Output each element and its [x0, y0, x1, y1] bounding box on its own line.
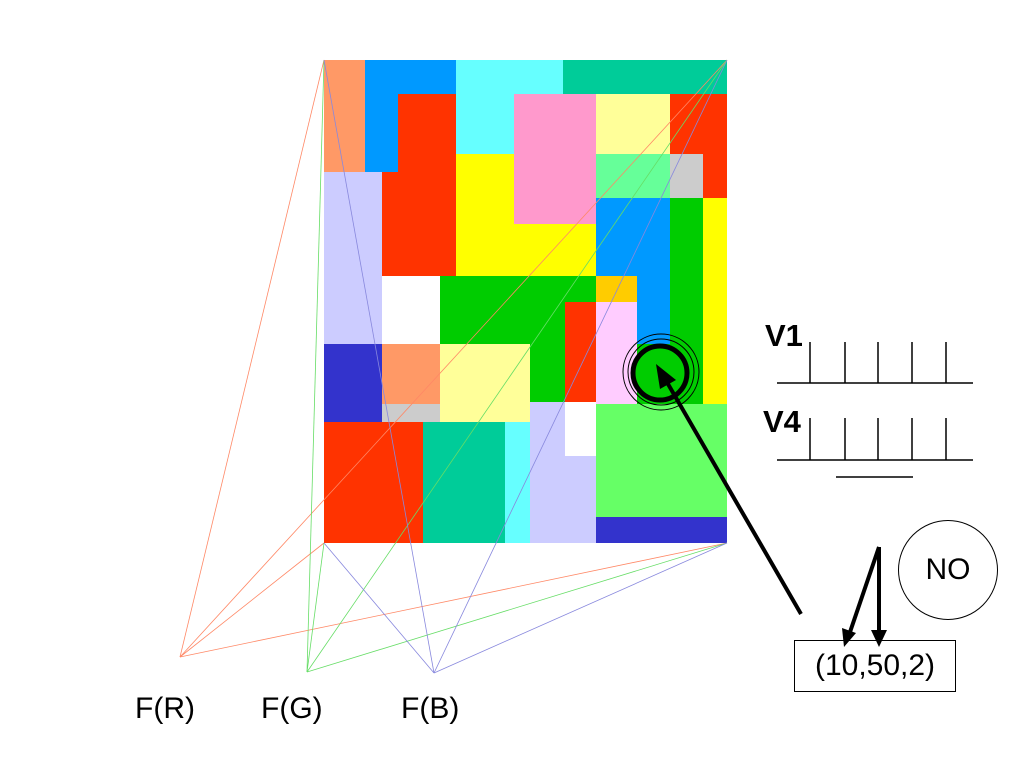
- patch: [423, 422, 505, 543]
- tuple-box: (10,50,2): [794, 640, 956, 692]
- patch: [324, 422, 423, 543]
- patch: [563, 60, 727, 94]
- f-b-label: F(B): [401, 692, 460, 725]
- patch: [596, 404, 727, 517]
- patch: [703, 198, 727, 404]
- projection-lines-b: [323, 59, 728, 674]
- patch: [596, 276, 637, 302]
- f-r-label: F(R): [135, 692, 195, 725]
- patch: [456, 60, 563, 94]
- patch: [596, 302, 637, 404]
- patch: [596, 198, 670, 276]
- patch: [382, 404, 440, 422]
- patch: [324, 60, 365, 172]
- arrow-icon: [656, 364, 803, 616]
- patch: [596, 517, 727, 543]
- v4-label: V4: [763, 404, 801, 439]
- projection-lines: [179, 59, 728, 674]
- patch: [382, 276, 440, 344]
- patch: [365, 60, 398, 172]
- patch: [382, 344, 440, 404]
- patch: [382, 172, 398, 276]
- patch: [530, 344, 565, 402]
- v4-spike-train: [777, 418, 973, 478]
- patch: [565, 302, 596, 402]
- patch: [456, 154, 514, 276]
- decision-label: NO: [925, 553, 971, 586]
- patch: [456, 94, 514, 154]
- patch: [670, 154, 703, 198]
- v1-spike-train: [777, 342, 973, 384]
- patch: [670, 198, 703, 344]
- decision-circle: NO: [898, 520, 998, 620]
- tuple-arrows-icon: [842, 546, 887, 647]
- patch: [324, 344, 382, 422]
- patch: [324, 172, 382, 344]
- patch: [637, 276, 670, 344]
- projection-lines-g: [306, 59, 728, 673]
- patch: [596, 94, 670, 154]
- patch: [398, 94, 456, 276]
- projection-lines-r: [179, 59, 728, 658]
- patch: [505, 422, 530, 543]
- patch: [514, 94, 596, 224]
- color-mondrian: [324, 60, 727, 543]
- f-g-label: F(G): [261, 692, 323, 725]
- v1-label: V1: [765, 318, 803, 353]
- patch: [398, 60, 456, 94]
- patch: [565, 402, 596, 456]
- patch: [514, 224, 596, 276]
- patch: [440, 344, 530, 422]
- tuple-label: (10,50,2): [814, 649, 936, 682]
